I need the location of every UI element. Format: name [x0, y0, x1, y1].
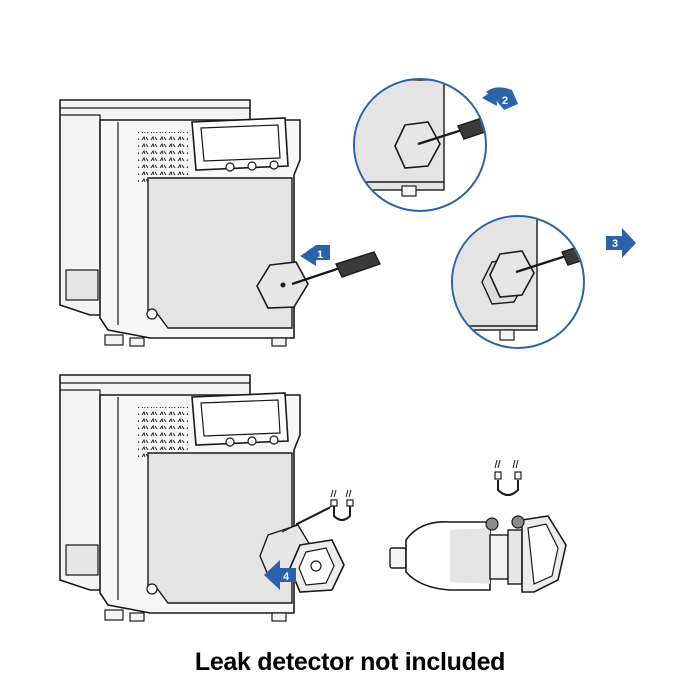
detail-circle-step-3: 3 [451, 215, 636, 349]
step-4-arrow-icon: 4 [264, 560, 296, 590]
step-3-arrow-icon: 3 [606, 228, 636, 258]
magnet-icon-2 [494, 459, 522, 496]
step-4-label: 4 [283, 571, 290, 583]
device-top [59, 99, 301, 347]
detail-circle-step-2: 2 [353, 78, 518, 212]
step-3-label: 3 [612, 238, 618, 250]
screwdriver-icon [291, 251, 381, 286]
step-1-label: 1 [317, 249, 323, 261]
step-1-arrow-icon: 1 [300, 245, 330, 266]
leak-detector [389, 515, 567, 593]
step-2-label: 2 [502, 95, 508, 107]
caption: Leak detector not included [194, 648, 506, 676]
magnet-icon [330, 489, 354, 521]
step-2-arrow-icon: 2 [482, 87, 518, 110]
device-bottom [59, 374, 301, 622]
